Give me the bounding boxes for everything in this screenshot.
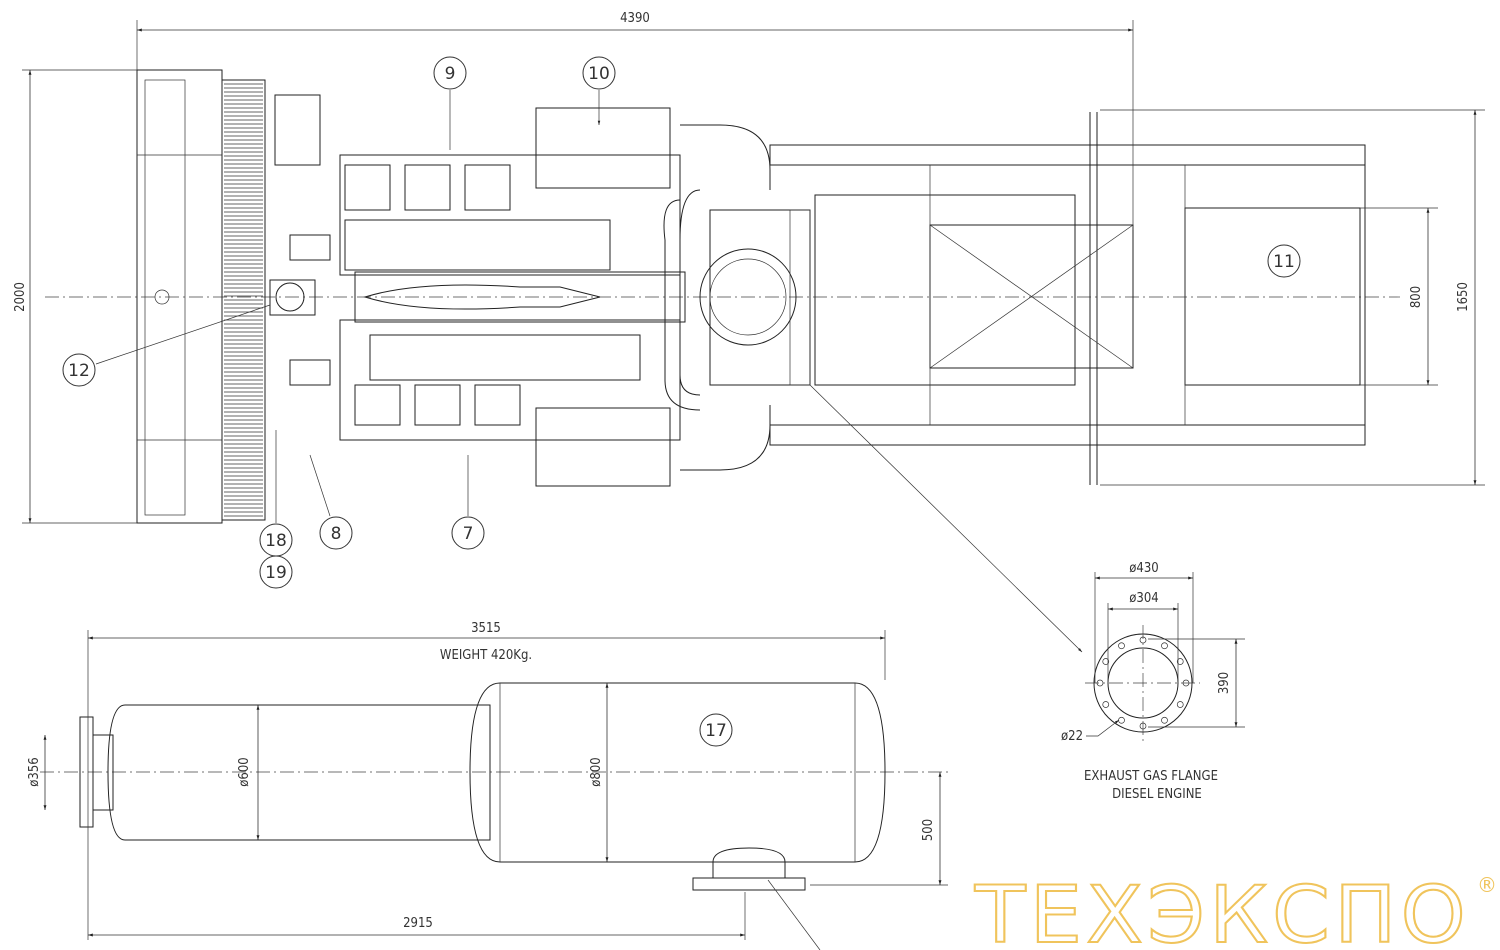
dim-silencer-length: 3515 xyxy=(471,621,501,636)
dim-alternator-width: 800 xyxy=(1409,286,1424,308)
svg-text:19: 19 xyxy=(265,563,287,583)
dim-overall-length: 4390 xyxy=(620,11,650,26)
balloon-11: 11 xyxy=(1267,244,1301,278)
silencer-weight: WEIGHT 420Kg. xyxy=(440,648,532,663)
genset-top-view: 4390 2000 1650 800 9 10 11 12 8 7 18 19 xyxy=(13,11,1485,653)
svg-text:12: 12 xyxy=(68,361,90,381)
dim-overall-width: 2000 xyxy=(13,282,28,312)
svg-text:11: 11 xyxy=(1273,252,1295,272)
balloon-12: 12 xyxy=(62,353,96,387)
svg-text:17: 17 xyxy=(705,721,727,741)
balloon-7: 7 xyxy=(451,516,485,550)
exhaust-flange-detail: ø430 ø304 390 ø22 EXHAUST GAS FLANGE DIE… xyxy=(1061,561,1245,802)
bolt-hole xyxy=(1182,679,1190,687)
balloon-18: 18 xyxy=(259,523,293,557)
svg-text:9: 9 xyxy=(445,64,456,84)
alternator-base xyxy=(769,112,1366,485)
balloon-19: 19 xyxy=(259,555,293,589)
dim-outlet-position: 2915 xyxy=(403,916,433,931)
texexpo-logo: ТЕХЭКСПО ® xyxy=(973,870,1497,950)
balloon-8: 8 xyxy=(319,516,353,550)
bolt-hole xyxy=(1118,642,1125,650)
flange-title-line1: EXHAUST GAS FLANGE xyxy=(1084,769,1218,784)
dim-small-body-diameter: ø600 xyxy=(237,757,252,786)
bolt-hole xyxy=(1139,636,1147,644)
bolt-hole xyxy=(1161,716,1168,724)
svg-text:7: 7 xyxy=(463,524,474,544)
silencer-side-view: ø600 ø800 ø356 3515 WEIGHT 420Kg. 2915 5… xyxy=(27,621,950,950)
svg-text:8: 8 xyxy=(331,524,342,544)
svg-text:10: 10 xyxy=(588,64,610,84)
bolt-hole xyxy=(1096,679,1104,687)
balloon-17: 17 xyxy=(699,713,733,747)
dim-base-width: 1650 xyxy=(1456,282,1471,312)
bolt-hole xyxy=(1176,701,1184,708)
dim-large-body-diameter: ø800 xyxy=(589,757,604,786)
dim-inlet-diameter: ø356 xyxy=(27,757,42,786)
logo-text: ТЕХЭКСПО xyxy=(974,871,1470,950)
dim-flange-inner-diameter: ø304 xyxy=(1129,591,1158,606)
bolt-hole xyxy=(1102,701,1110,708)
dim-flange-bolt-height: 390 xyxy=(1217,672,1232,694)
flange-title-line2: DIESEL ENGINE xyxy=(1112,787,1202,802)
bolt-hole xyxy=(1118,716,1125,724)
svg-text:18: 18 xyxy=(265,531,287,551)
dim-hole-diameter: ø22 xyxy=(1061,729,1083,744)
bolt-hole xyxy=(1176,658,1184,665)
balloon-9: 9 xyxy=(433,56,467,90)
bolt-hole xyxy=(1102,658,1110,665)
radiator xyxy=(136,69,266,524)
dim-outlet-height: 500 xyxy=(921,819,936,841)
engine xyxy=(269,94,811,487)
registered-mark: ® xyxy=(1477,873,1497,897)
dim-flange-outer-diameter: ø430 xyxy=(1129,561,1158,576)
balloon-10: 10 xyxy=(582,56,616,90)
bolt-hole xyxy=(1161,642,1168,650)
bolt-hole xyxy=(1139,722,1147,730)
